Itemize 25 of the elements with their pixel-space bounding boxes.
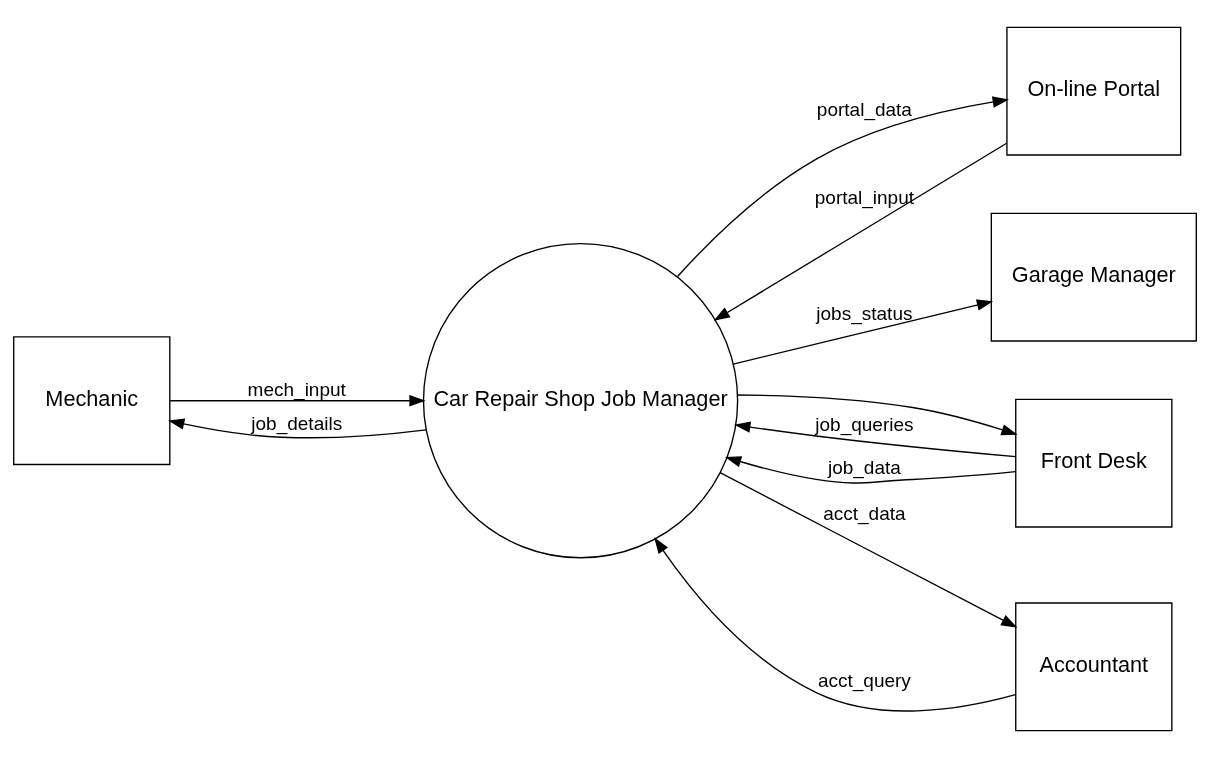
edge-label: job_details	[251, 412, 343, 433]
node-box: On-line Portal	[1006, 26, 1182, 156]
edge-label: job_queries	[815, 413, 914, 435]
node-box: Accountant	[1015, 601, 1173, 731]
arrow	[724, 455, 1017, 484]
arrow	[736, 393, 1018, 435]
arrow	[169, 394, 426, 406]
edge-label: job_data	[827, 456, 901, 478]
edge-label: acct_data	[823, 502, 906, 524]
node-box: Front Desk	[1015, 398, 1173, 528]
arrow	[713, 142, 1008, 321]
node-box: Garage Manager	[990, 212, 1197, 342]
node-circle: Car Repair Shop Job Manager	[422, 242, 739, 558]
edge-label: mech_input	[247, 378, 346, 400]
edge-label: portal_data	[816, 98, 912, 120]
arrow	[168, 417, 427, 438]
arrow	[654, 536, 1017, 712]
arrow	[719, 471, 1018, 628]
edge-label: portal_input	[814, 186, 915, 208]
node-box: Mechanic	[13, 335, 171, 465]
arrow	[732, 299, 994, 365]
edge-label: jobs_status	[816, 302, 913, 324]
arrow	[734, 421, 1017, 457]
edge-label: acct_query	[817, 669, 911, 691]
arrow	[676, 95, 1009, 277]
